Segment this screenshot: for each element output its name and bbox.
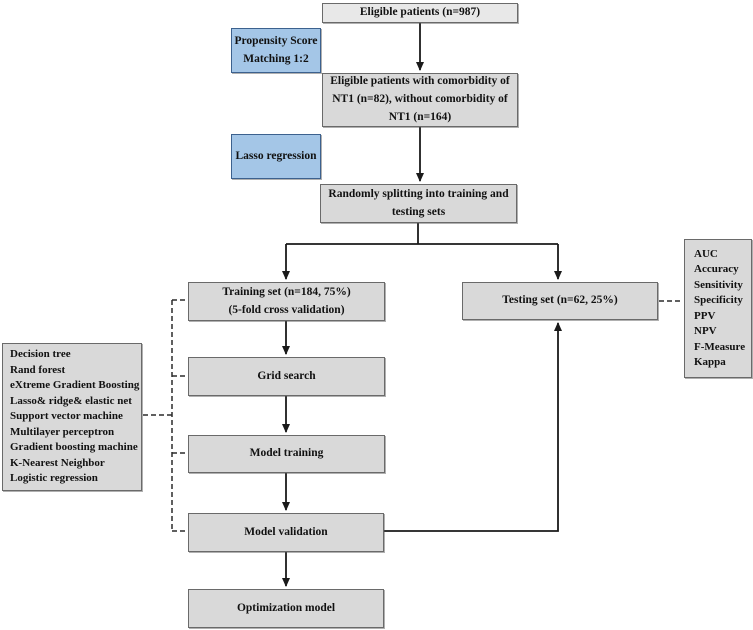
model-validation-label: Model validation	[244, 525, 328, 538]
training-set-box: Training set (n=184, 75%) (5-fold cross …	[188, 282, 385, 321]
comorbidity-patients-box: Eligible patients with comorbidity of NT…	[322, 73, 518, 127]
model-mlp: Multilayer perceptron	[10, 425, 115, 438]
grid-search-box: Grid search	[188, 357, 385, 396]
eligible-patients-label: Eligible patients (n=987)	[359, 6, 481, 19]
psm-label-line2: Matching 1:2	[243, 52, 309, 65]
metric-kappa: Kappa	[694, 356, 726, 368]
model-decision-tree: Decision tree	[10, 348, 71, 361]
model-xgboost: eXtreme Gradient Boosting	[10, 379, 140, 392]
model-validation-box: Model validation	[188, 513, 384, 552]
model-gbm: Gradient boosting machine	[10, 441, 138, 454]
random-split-line1: Randomly splitting into training and	[328, 188, 509, 201]
random-split-box: Randomly splitting into training and tes…	[320, 184, 517, 223]
arrow-model-validation-to-testing	[384, 322, 562, 532]
metric-accuracy: Accuracy	[694, 263, 739, 275]
grid-search-label: Grid search	[257, 369, 316, 382]
testing-set-box: Testing set (n=62, 25%)	[462, 282, 658, 320]
comorbidity-label-line2: NT1 (n=82), without comorbidity of	[332, 93, 508, 106]
psm-label-line1: Propensity Score	[234, 35, 318, 48]
metric-sensitivity: Sensitivity	[694, 278, 743, 291]
random-split-line2: testing sets	[391, 205, 446, 218]
training-set-line1: Training set (n=184, 75%)	[222, 286, 351, 299]
training-set-line2: (5-fold cross validation)	[228, 303, 345, 316]
propensity-score-matching-box: Propensity Score Matching 1:2	[231, 28, 321, 73]
ml-models-box: Decision tree Rand forest eXtreme Gradie…	[2, 343, 142, 491]
evaluation-metrics-box: AUC Accuracy Sensitivity Specificity PPV…	[684, 239, 752, 378]
eligible-patients-box: Eligible patients (n=987)	[322, 3, 518, 23]
metric-npv: NPV	[694, 325, 717, 337]
metric-specificity: Specificity	[694, 294, 743, 306]
metric-f-measure: F-Measure	[694, 340, 746, 353]
lasso-regression-label: Lasso regression	[235, 149, 317, 162]
model-lasso-ridge-elastic: Lasso& ridge& elastic net	[10, 394, 132, 407]
metric-ppv: PPV	[694, 309, 716, 322]
testing-set-label: Testing set (n=62, 25%)	[502, 294, 618, 307]
lasso-regression-box: Lasso regression	[231, 134, 321, 179]
model-training-label: Model training	[249, 447, 324, 460]
optimization-model-label: Optimization model	[236, 601, 336, 614]
metric-auc: AUC	[694, 247, 718, 260]
model-svm: Support vector machine	[10, 410, 123, 423]
model-training-box: Model training	[188, 435, 385, 473]
comorbidity-label-line3: NT1 (n=164)	[388, 110, 452, 123]
model-rand-forest: Rand forest	[10, 363, 66, 376]
model-knn: K-Nearest Neighbor	[10, 456, 105, 469]
comorbidity-label-line1: Eligible patients with comorbidity of	[330, 75, 510, 88]
optimization-model-box: Optimization model	[188, 589, 384, 628]
model-logistic-regression: Logistic regression	[10, 472, 98, 485]
